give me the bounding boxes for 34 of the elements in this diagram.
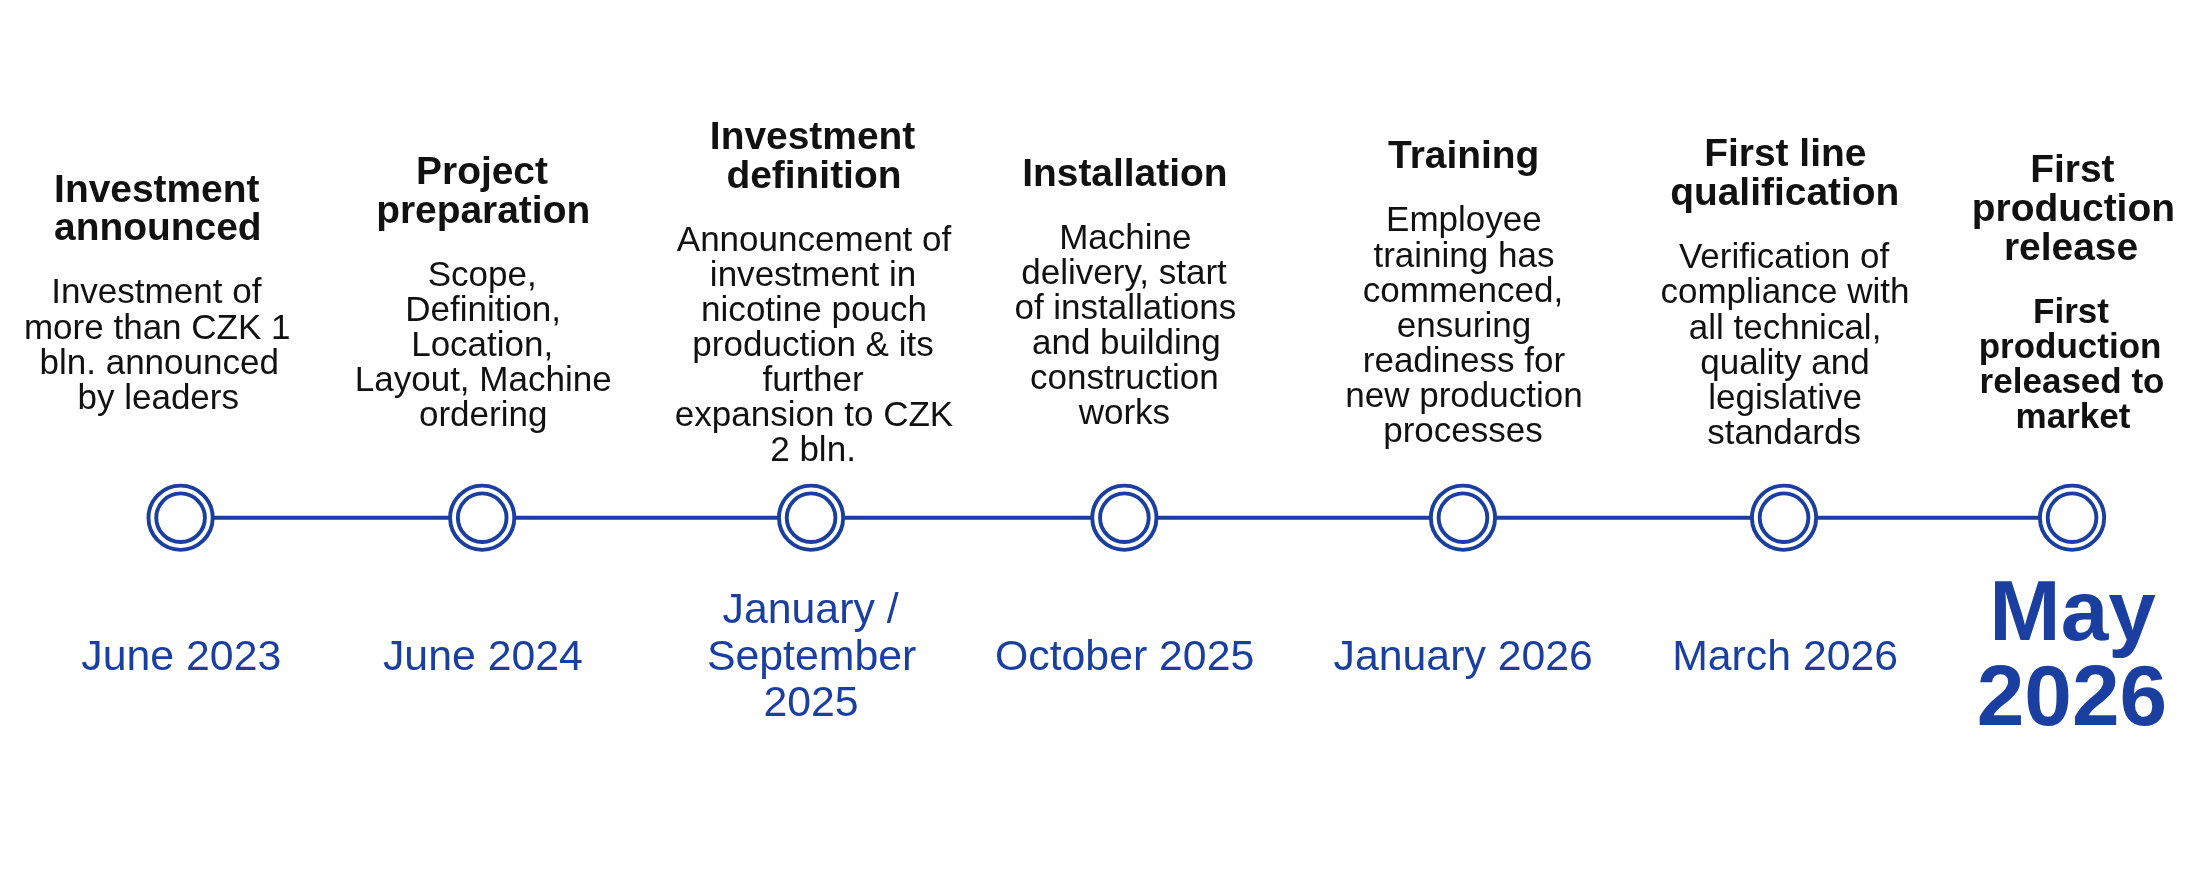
node-label: January / September 2025 bbox=[706, 584, 917, 726]
node-label: First production released to market bbox=[1978, 290, 2165, 436]
node-circle bbox=[448, 483, 517, 552]
node-label: Employee training has commenced, ensuring readiness for new production processes bbox=[1345, 199, 1583, 449]
connector bbox=[514, 515, 779, 520]
node-circle bbox=[1750, 483, 1819, 552]
node-circle bbox=[2038, 483, 2107, 552]
node-label: Investment announced bbox=[54, 166, 262, 249]
node-label: Announcement of investment in nicotine pouch production & its further expansion to CZK 2 bln. bbox=[674, 218, 954, 469]
node-label: Project preparation bbox=[376, 149, 591, 231]
node-label: May 2026 bbox=[1976, 561, 2168, 744]
connector bbox=[843, 515, 1092, 520]
connector bbox=[1816, 515, 2040, 520]
node-label: October 2025 bbox=[994, 630, 1255, 679]
connector bbox=[1156, 515, 1431, 520]
node-label: Machine delivery, start of installations and building construction works bbox=[1014, 216, 1237, 432]
node-label: Investment of more than CZK 1 bln. announced by leaders bbox=[23, 271, 291, 416]
node-label: June 2023 bbox=[81, 630, 282, 679]
node-circle bbox=[1428, 483, 1497, 552]
node-label: Installation bbox=[1022, 150, 1228, 194]
node-label: March 2026 bbox=[1672, 630, 1899, 679]
node-label: January 2026 bbox=[1333, 630, 1593, 679]
node-label: Verification of compliance with all technical, quality and legislative standards bbox=[1660, 236, 1910, 451]
node-label: Training bbox=[1388, 133, 1540, 177]
node-label: First production release bbox=[1971, 147, 2175, 268]
node-circle bbox=[1090, 483, 1159, 552]
node-label: Scope, Definition, Location, Layout, Machine ordering bbox=[354, 253, 612, 434]
node-label: June 2024 bbox=[382, 630, 583, 679]
connector bbox=[1495, 515, 1752, 520]
node-label: Investment definition bbox=[709, 113, 916, 196]
connector bbox=[213, 515, 450, 520]
node-circle bbox=[146, 483, 215, 552]
node-circle bbox=[777, 483, 846, 552]
node-label: First line qualification bbox=[1670, 131, 1900, 214]
